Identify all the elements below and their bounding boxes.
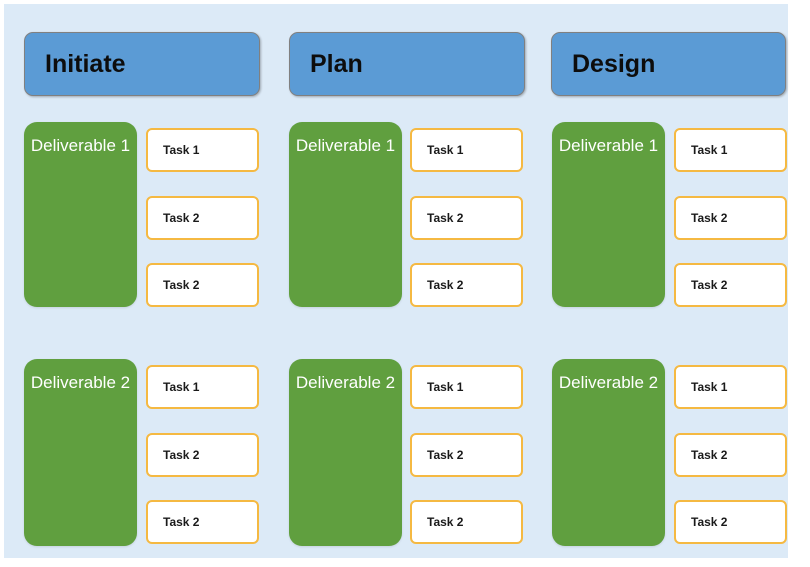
task-card[interactable]: Task 2 bbox=[674, 263, 787, 307]
task-label: Task 2 bbox=[427, 211, 464, 225]
task-label: Task 2 bbox=[163, 448, 200, 462]
deliverable-card[interactable]: Deliverable 2 bbox=[289, 359, 402, 546]
deliverable-label: Deliverable 1 bbox=[558, 136, 659, 155]
task-card[interactable]: Task 2 bbox=[674, 433, 787, 477]
task-label: Task 2 bbox=[163, 278, 200, 292]
task-label: Task 1 bbox=[163, 380, 200, 394]
task-card[interactable]: Task 2 bbox=[674, 500, 787, 544]
task-card[interactable]: Task 1 bbox=[146, 128, 259, 172]
task-card[interactable]: Task 2 bbox=[146, 263, 259, 307]
task-label: Task 2 bbox=[691, 448, 728, 462]
task-label: Task 2 bbox=[163, 515, 200, 529]
phase-header-label: Plan bbox=[310, 49, 363, 78]
task-card[interactable]: Task 2 bbox=[146, 196, 259, 240]
deliverable-card[interactable]: Deliverable 2 bbox=[552, 359, 665, 546]
task-label: Task 2 bbox=[691, 278, 728, 292]
task-card[interactable]: Task 2 bbox=[146, 433, 259, 477]
task-card[interactable]: Task 1 bbox=[146, 365, 259, 409]
task-label: Task 2 bbox=[691, 211, 728, 225]
task-label: Task 2 bbox=[691, 515, 728, 529]
phase-header-label: Initiate bbox=[45, 49, 126, 78]
deliverable-label: Deliverable 2 bbox=[558, 373, 659, 392]
phase-header-plan[interactable]: Plan bbox=[289, 32, 525, 96]
task-label: Task 1 bbox=[691, 380, 728, 394]
deliverable-card[interactable]: Deliverable 1 bbox=[552, 122, 665, 307]
deliverable-card[interactable]: Deliverable 2 bbox=[24, 359, 137, 546]
task-label: Task 2 bbox=[163, 211, 200, 225]
task-card[interactable]: Task 2 bbox=[410, 196, 523, 240]
task-card[interactable]: Task 1 bbox=[410, 128, 523, 172]
phase-header-initiate[interactable]: Initiate bbox=[24, 32, 260, 96]
phase-header-design[interactable]: Design bbox=[551, 32, 786, 96]
task-label: Task 1 bbox=[427, 143, 464, 157]
task-card[interactable]: Task 2 bbox=[674, 196, 787, 240]
deliverable-card[interactable]: Deliverable 1 bbox=[24, 122, 137, 307]
task-card[interactable]: Task 1 bbox=[674, 128, 787, 172]
task-label: Task 1 bbox=[427, 380, 464, 394]
phase-board-canvas: Initiate Deliverable 1 Task 1 Task 2 Tas… bbox=[4, 4, 788, 558]
task-label: Task 2 bbox=[427, 515, 464, 529]
task-label: Task 2 bbox=[427, 278, 464, 292]
task-card[interactable]: Task 2 bbox=[146, 500, 259, 544]
task-label: Task 1 bbox=[691, 143, 728, 157]
task-card[interactable]: Task 1 bbox=[674, 365, 787, 409]
deliverable-label: Deliverable 1 bbox=[295, 136, 396, 155]
task-label: Task 2 bbox=[427, 448, 464, 462]
task-card[interactable]: Task 2 bbox=[410, 433, 523, 477]
deliverable-label: Deliverable 2 bbox=[30, 373, 131, 392]
deliverable-label: Deliverable 2 bbox=[295, 373, 396, 392]
deliverable-label: Deliverable 1 bbox=[30, 136, 131, 155]
deliverable-card[interactable]: Deliverable 1 bbox=[289, 122, 402, 307]
task-card[interactable]: Task 2 bbox=[410, 263, 523, 307]
task-label: Task 1 bbox=[163, 143, 200, 157]
task-card[interactable]: Task 1 bbox=[410, 365, 523, 409]
phase-header-label: Design bbox=[572, 49, 656, 78]
task-card[interactable]: Task 2 bbox=[410, 500, 523, 544]
